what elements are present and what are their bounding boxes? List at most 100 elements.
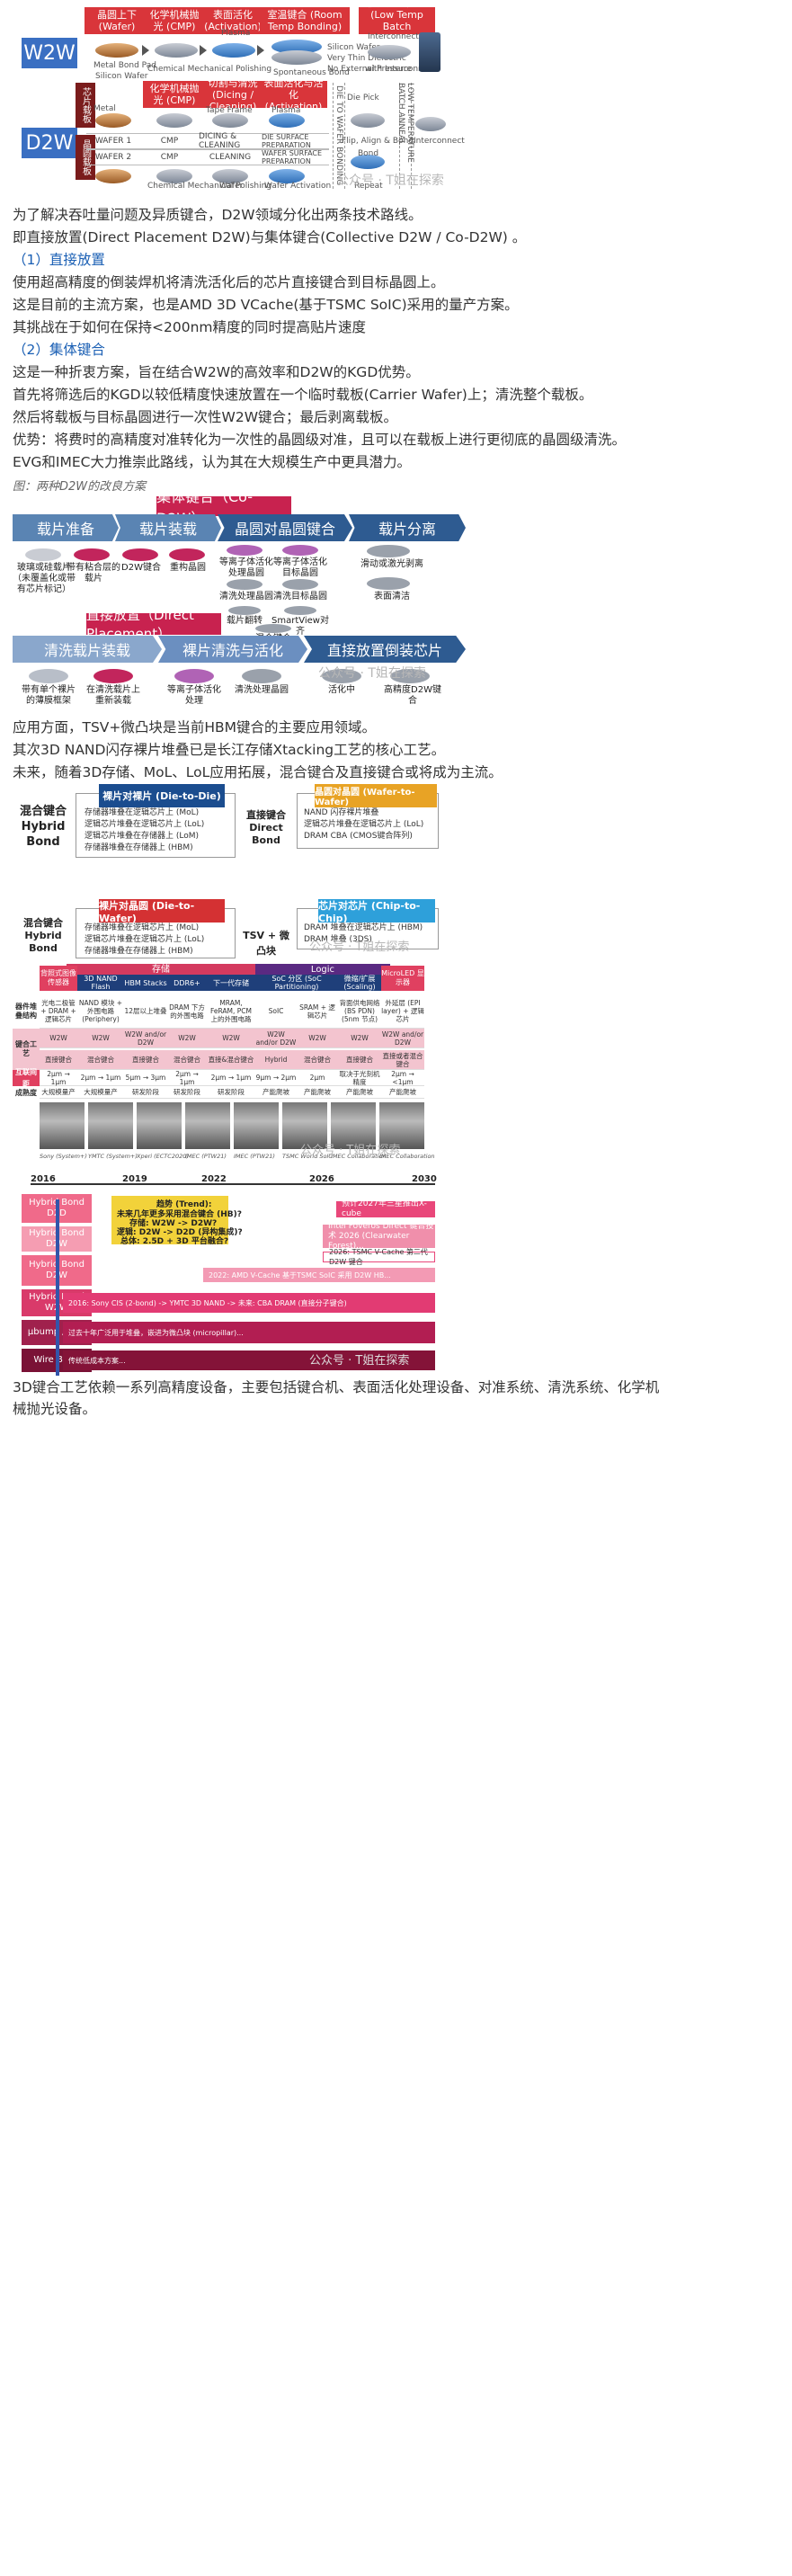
table-cell: W2W — [338, 1029, 381, 1048]
watermark: 公众号 · T姐在探索 — [309, 1354, 410, 1368]
wafer-graphic — [322, 669, 361, 683]
table-cell: W2W — [297, 1029, 338, 1048]
wafer-graphic — [93, 669, 133, 683]
item-label: 玻璃或硅载片（未覆盖化或带有芯片标记） — [13, 563, 76, 594]
table-cell: 研发阶段 — [207, 1086, 255, 1099]
cross-section-photo — [379, 1102, 424, 1149]
cross-section-photo — [185, 1102, 230, 1149]
trend-line: 逻辑: D2W -> D2D (异构集成)? — [117, 1228, 243, 1237]
note-metal: Metal — [93, 104, 116, 113]
table-cell: Hybrid — [255, 1050, 297, 1070]
chevron-step: 载片准备 — [13, 514, 119, 541]
bullet-item: DRAM CBA (CMOS键合阵列) — [304, 832, 413, 841]
table-cell: DRAM 下方的外围电路 — [167, 994, 207, 1029]
item-label: 等离子体活化目标晶圆 — [273, 557, 327, 578]
wafer-graphic — [269, 113, 305, 128]
paragraph: 械抛光设备。 — [13, 1401, 97, 1417]
item-label: 带有单个裸片的薄膜框架 — [22, 685, 76, 706]
wafer-graphic — [415, 117, 446, 131]
table-cell: 2μm → 1μm — [207, 1070, 255, 1086]
photo-caption: IMEC (PTW21) — [234, 1153, 275, 1160]
timeline-bar: 预计2027年三星推出X-cube — [336, 1199, 435, 1218]
wafer-graphic — [271, 50, 322, 65]
paragraph: 其次3D NAND闪存裸片堆叠已是长江存储Xtacking工艺的核心工艺。 — [13, 742, 446, 758]
item-label: 表面清洁 — [374, 592, 410, 602]
timeline-bar: 过去十年广泛用于堆叠，嵌进为微凸块 (micropillar)... — [63, 1322, 435, 1343]
note-cmp: Chemical Mechanical Polishing — [147, 65, 272, 74]
d2w-step-dicing: 切割与清洗 (Dicing / Cleaning) — [201, 77, 264, 112]
table-cell: 产能爬坡 — [255, 1086, 297, 1099]
hybrid-bond-label: 混合键合 Hybrid Bond — [19, 805, 67, 849]
wafer-graphic — [122, 548, 158, 561]
figure-timeline: 2016 2019 2022 2026 2030 Hybrid Bond D2D… — [13, 1174, 779, 1376]
d2w-anneal-bar: LOW TEMPERATURE BATCH ANNEAL — [396, 83, 414, 189]
item-label: 活化中 — [328, 685, 355, 695]
arrow-icon — [142, 45, 149, 56]
year-label: 2030 — [412, 1174, 437, 1184]
wafer-graphic — [169, 548, 205, 561]
figure-bonding-applications: 混合键合 Hybrid Bond 裸片对裸片 (Die-to-Die) 存储器堆… — [13, 782, 779, 962]
paragraph: 这是目前的主流方案，也是AMD 3D VCache(基于TSMC SoIC)采用… — [13, 297, 519, 313]
item-label: 清洗处理晶圆 — [219, 592, 273, 602]
d2w-label: D2W — [22, 128, 77, 158]
bullet-item: DRAM 堆叠 (3DS) — [304, 935, 372, 944]
item-label: 等离子体活化处理晶圆 — [219, 557, 273, 578]
item-label: 等离子体活化处理 — [167, 685, 221, 706]
cross-section-photo — [331, 1102, 376, 1149]
timeline-axis — [31, 1183, 435, 1185]
hybrid-bond-label-2: 混合键合 Hybrid Bond — [23, 917, 63, 954]
chevron-step: 清洗载片装载 — [13, 636, 162, 663]
paragraph: 为了解决吞吐量问题及异质键合，D2W领域分化出两条技术路线。 — [13, 207, 423, 223]
watermark: 公众号 · T姐在探索 — [300, 1144, 401, 1157]
w2w-step-wafer: 晶圆上下 (Wafer) — [85, 7, 149, 34]
table-cell: 直接或者混合键合 — [381, 1050, 424, 1070]
wafer-graphic — [95, 43, 138, 58]
table-cell: W2W — [207, 1029, 255, 1048]
row-label: 成熟度 — [15, 1088, 37, 1097]
col-header: DDR6+ — [167, 975, 207, 991]
wafer-graphic — [242, 669, 281, 683]
group-logic: Logic — [255, 964, 390, 975]
item-label: D2W键合 — [121, 563, 161, 573]
figure-co-d2w-vs-direct: 集体键合（Co-D2W） 载片准备 载片装载 晶圆对晶圆键合 载片分离 玻璃或硅… — [13, 496, 779, 712]
table-cell: 背面供电网络 (BS PDN) (5nm 节点) — [338, 994, 381, 1029]
cross-section-photo — [234, 1102, 279, 1149]
bullet-item: NAND 闪存裸片堆叠 — [304, 808, 379, 817]
chevron-step: 载片分离 — [349, 514, 466, 541]
table-cell: W2W and/or D2W — [381, 1029, 424, 1048]
watermark: 公众号 · T姐在探索 — [336, 174, 444, 188]
item-label: 在清洗载片上重新装载 — [86, 685, 140, 706]
w2w-label: W2W — [22, 38, 77, 68]
d2d-title: 裸片对裸片 (Die-to-Die) — [99, 784, 225, 807]
note-bond: Bond — [358, 149, 379, 158]
row-label: 键合工艺 — [13, 1029, 40, 1070]
item-label: SmartView对齐 — [271, 616, 329, 637]
table-cell: 大规模量产 — [40, 1086, 77, 1099]
table-cell: 2μm → 1μm — [77, 1070, 124, 1086]
note-silicon-wafer: Silicon Wafer — [95, 72, 148, 81]
arrow-icon — [257, 45, 264, 56]
bullet-item: 逻辑芯片堆叠在逻辑芯片上 (LoL) — [85, 820, 205, 829]
w2w-step-cmp: 化学机械抛光 (CMP) — [143, 7, 206, 34]
item-label: 清洗处理晶圆 — [235, 685, 289, 695]
table-cell: 混合键合 — [297, 1050, 338, 1070]
wafer-graphic — [282, 545, 318, 556]
table-cell: 大规模量产 — [77, 1086, 124, 1099]
paragraph: 3D键合工艺依赖一系列高精度设备，主要包括键合机、表面活化处理设备、对准系统、清… — [13, 1379, 660, 1395]
table-cell: 直接键合 — [338, 1050, 381, 1070]
co-d2w-title: 集体键合（Co-D2W） — [156, 496, 291, 527]
year-label: 2019 — [122, 1174, 147, 1184]
photo-caption: IMEC Collaboration — [379, 1153, 435, 1160]
wafer-graphic — [95, 169, 131, 183]
trend-title: 趋势 (Trend): — [156, 1200, 212, 1209]
bullet-item: 存储器堆叠在存储器上 (HBM) — [85, 947, 193, 956]
d2w-title: 裸片对晶圆 (Die-to-Wafer) — [99, 899, 225, 924]
d2w-row2-cmp: CMP — [140, 149, 199, 165]
year-label: 2016 — [31, 1174, 56, 1184]
table-cell: 混合键合 — [167, 1050, 207, 1070]
col-header: 背照式图像传感器 — [40, 966, 77, 991]
tsv-microbump-label: TSV + 微凸块 — [243, 930, 289, 957]
table-cell: 直接键合 — [40, 1050, 77, 1070]
table-cell: W2W and/or D2W — [255, 1029, 297, 1048]
note-metal-bond-pad: Metal Bond Pad — [93, 61, 156, 70]
